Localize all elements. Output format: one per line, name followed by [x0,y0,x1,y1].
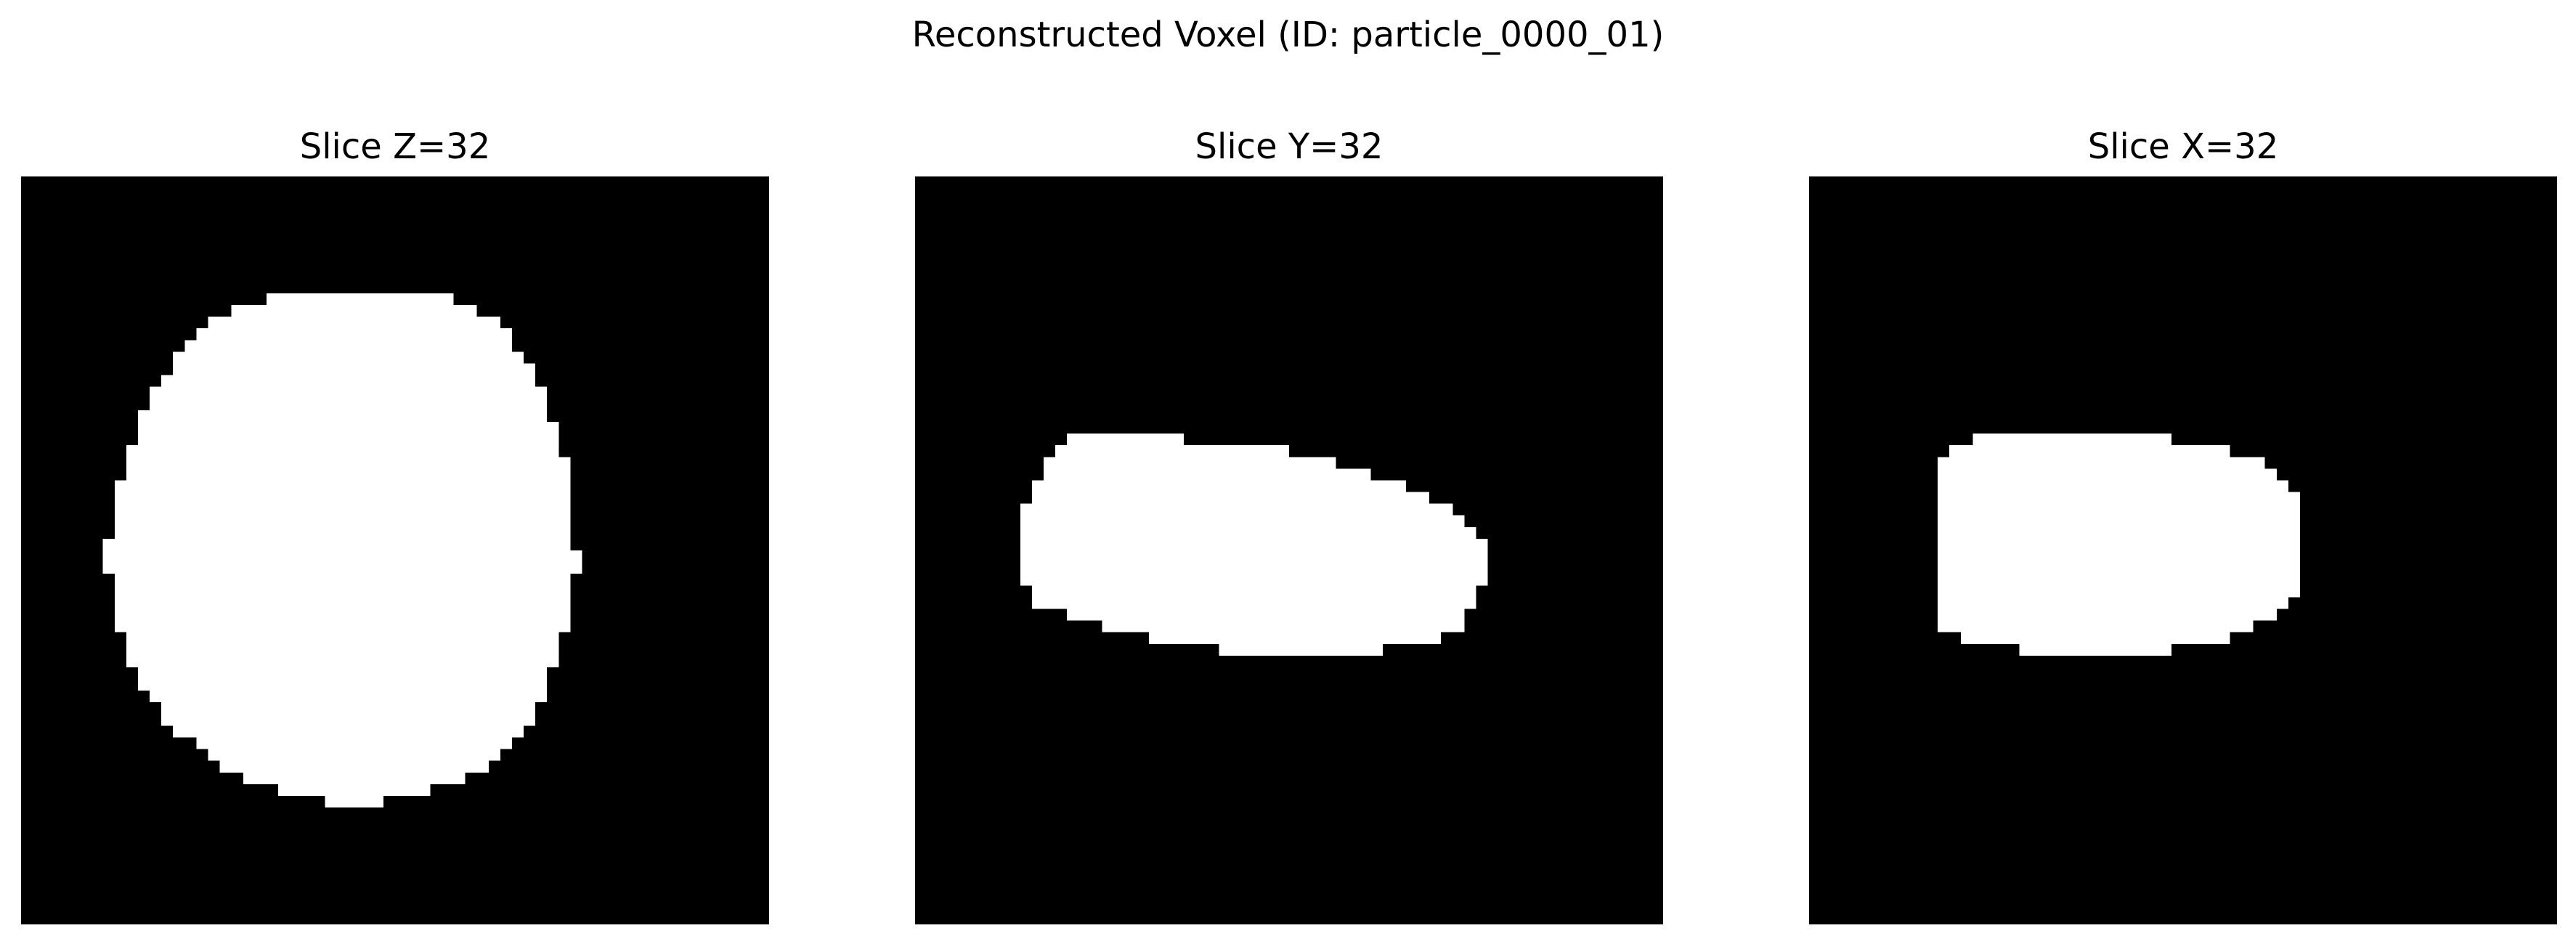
segmented-particle-region [1020,434,1488,656]
slice-image-x [1809,176,2557,924]
figure-title: Reconstructed Voxel (ID: particle_0000_0… [911,15,1665,55]
slice-title-x: Slice X=32 [2087,126,2279,167]
slice-image-y [915,176,1663,924]
slice-title-z: Slice Z=32 [299,126,491,167]
slice-panel-y: Slice Y=32 [915,0,1663,944]
slice-image-z [21,176,769,924]
slice-title-y: Slice Y=32 [1195,126,1384,167]
segmented-particle-region [102,293,582,808]
segmented-particle-region [1938,434,2300,656]
slice-panel-x: Slice X=32 [1809,0,2557,944]
slice-panel-z: Slice Z=32 [21,0,769,944]
